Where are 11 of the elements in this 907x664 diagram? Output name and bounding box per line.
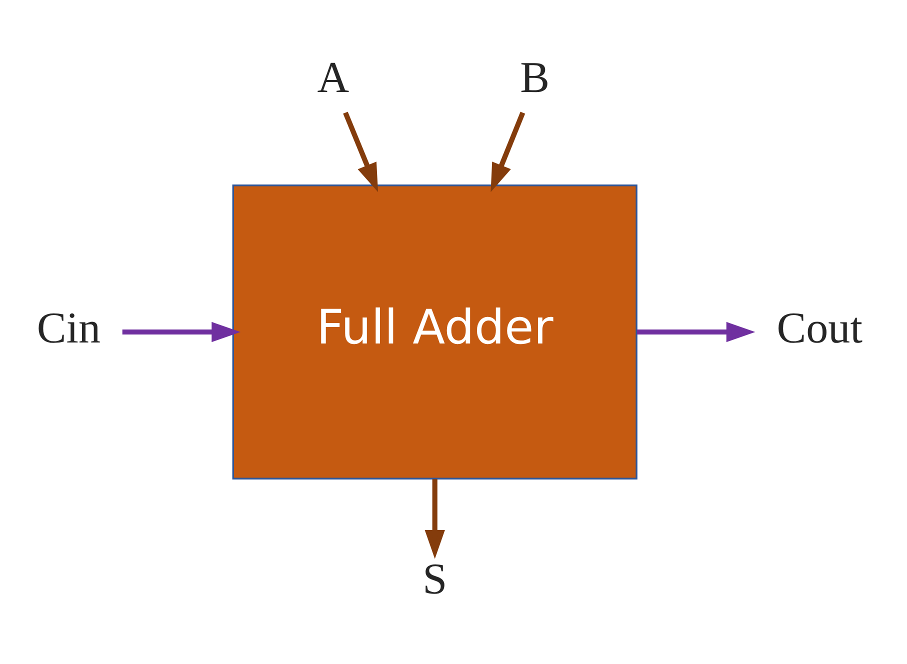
node-text: A [317, 52, 350, 102]
arrow [490, 112, 526, 192]
arrow [343, 112, 378, 192]
node-text: Cin [36, 304, 101, 353]
node-text: S [422, 554, 448, 604]
arrow [424, 479, 445, 559]
node-box: Full Adder [232, 184, 638, 480]
node-text: B [520, 52, 550, 102]
arrow [637, 322, 756, 342]
node-text: Cout [776, 304, 862, 353]
arrow [122, 322, 241, 342]
